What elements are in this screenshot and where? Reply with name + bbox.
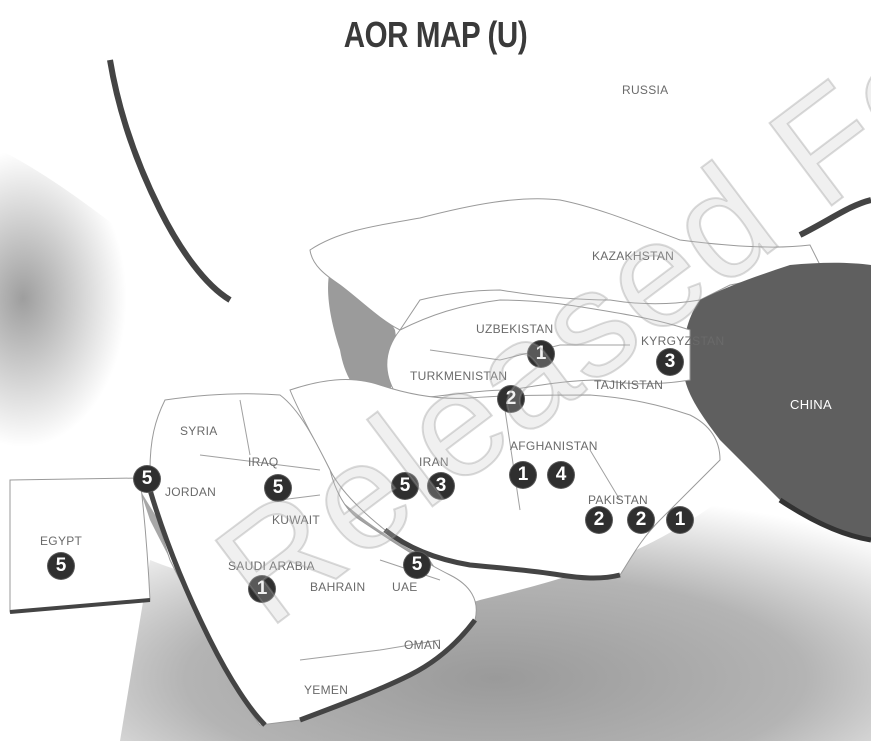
marker-saudi-arabia-1: 1 <box>249 576 275 602</box>
arabia-south-shadow <box>299 618 477 723</box>
marker-afghanistan-4: 4 <box>548 462 574 488</box>
label-syria: SYRIA <box>180 424 218 438</box>
label-kuwait: KUWAIT <box>272 513 321 527</box>
marker-iraq-5: 5 <box>265 475 291 501</box>
label-afghanistan: AFGHANISTAN <box>510 439 598 453</box>
label-uae: UAE <box>392 580 418 594</box>
marker-levant-5: 5 <box>134 466 160 492</box>
label-pakistan: PAKISTAN <box>588 493 648 507</box>
label-oman: OMAN <box>404 638 442 652</box>
label-kyrgyzstan: KYRGYZSTAN <box>641 334 725 348</box>
page-title: AOR MAP (U) <box>343 14 528 55</box>
china-coast-shadow <box>778 497 871 543</box>
label-yemen: YEMEN <box>304 683 349 697</box>
label-egypt: EGYPT <box>40 534 83 548</box>
arabia-redsea-shadow <box>147 489 267 727</box>
label-turkmenistan: TURKMENISTAN <box>410 369 508 383</box>
label-uzbekistan: UZBEKISTAN <box>476 322 554 336</box>
mediterranean-water <box>0 150 230 480</box>
marker-uzbekistan-1: 1 <box>528 341 554 367</box>
russia-shape <box>110 10 871 300</box>
marker-pakistan-2a: 2 <box>586 507 612 533</box>
russia-east-coast-shadow <box>798 197 871 238</box>
russia-coast-shadow <box>107 59 232 303</box>
marker-iran-5: 5 <box>392 473 418 499</box>
iran-coast-shadow <box>383 528 621 581</box>
marker-uae-5: 5 <box>404 552 430 578</box>
label-saudi-arabia: SAUDI ARABIA <box>228 559 315 573</box>
marker-afghanistan-1: 1 <box>510 462 536 488</box>
marker-egypt-5: 5 <box>48 553 74 579</box>
label-russia: RUSSIA <box>622 83 669 97</box>
marker-iran-3: 3 <box>428 473 454 499</box>
marker-kyrgyzstan-3: 3 <box>657 349 683 375</box>
label-kazakhstan: KAZAKHSTAN <box>592 249 675 263</box>
label-iran: IRAN <box>419 455 449 469</box>
caspian-sea <box>328 270 397 405</box>
marker-pakistan-1: 1 <box>667 507 693 533</box>
label-bahrain: BAHRAIN <box>310 580 366 594</box>
label-iraq: IRAQ <box>248 455 279 469</box>
label-jordan: JORDAN <box>165 485 217 499</box>
egypt-shadow <box>9 598 151 614</box>
label-tajikistan: TAJIKISTAN <box>594 378 664 392</box>
china-shape <box>683 262 871 540</box>
iran-afg-pak-shape <box>289 379 721 579</box>
marker-turkmenistan-2: 2 <box>498 386 524 412</box>
label-china: CHINA <box>790 397 832 412</box>
marker-pakistan-2b: 2 <box>628 507 654 533</box>
